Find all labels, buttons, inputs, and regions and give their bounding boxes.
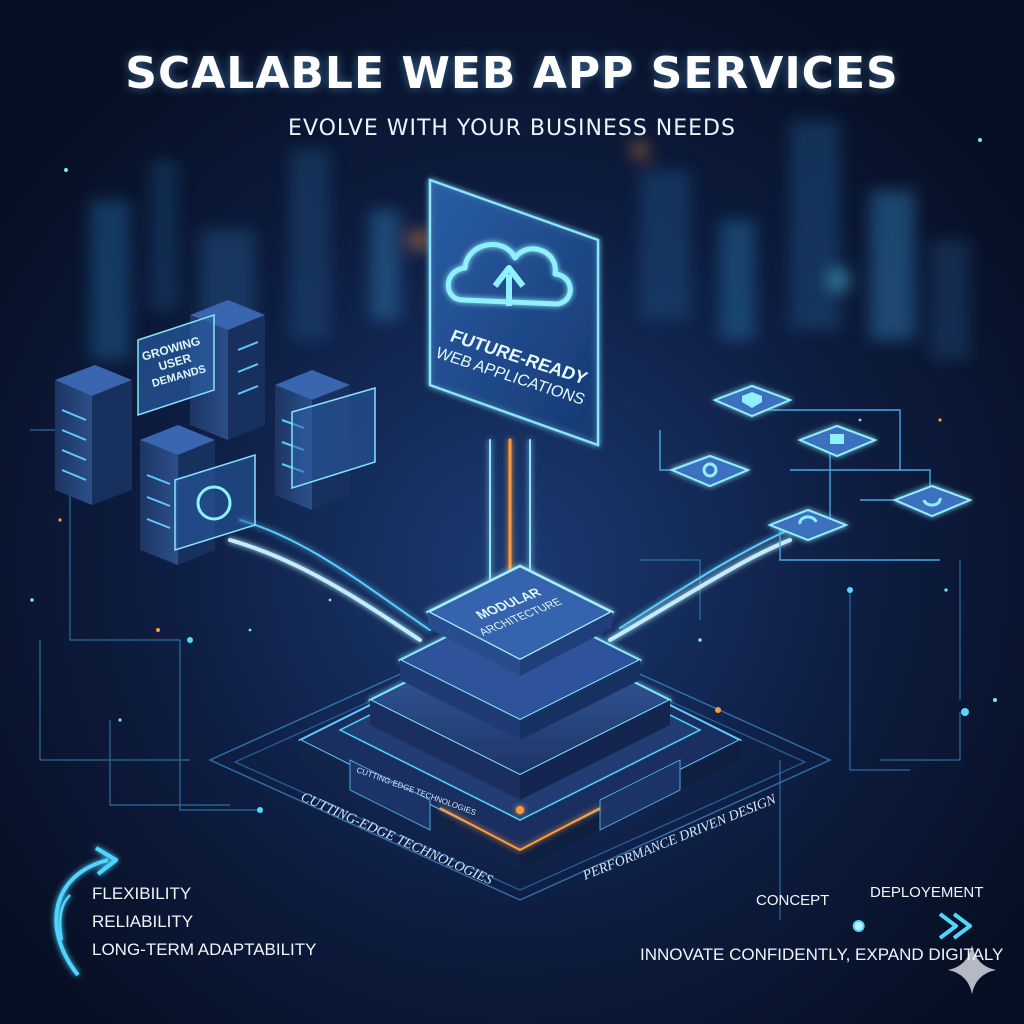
server-rack-left-1 <box>55 365 132 505</box>
page-title: SCALABLE WEB APP SERVICES <box>125 48 899 99</box>
benefit-reliability: RELIABILITY <box>92 912 194 931</box>
refresh-icon <box>892 484 973 518</box>
modular-core-stack <box>297 564 743 870</box>
growing-user-demands-screen: GROWING USER DEMANDS <box>137 313 215 417</box>
orange-particles <box>58 418 942 632</box>
page-subtitle: EVOLVE WITH YOUR BUSINESS NEEDS <box>288 116 736 141</box>
gear-icon <box>669 454 751 488</box>
blurred-city-background <box>90 120 970 360</box>
timeline-end-label: DEPLOYEMENT <box>870 884 984 901</box>
target-icon <box>196 485 232 521</box>
benefit-flexibility: FLEXIBILITY <box>92 884 192 903</box>
lock-icon <box>797 424 878 458</box>
data-beams <box>228 438 801 642</box>
benefits-list: FLEXIBILITY RELIABILITY LONG-TERM ADAPTA… <box>92 880 317 964</box>
timeline-progress-marker <box>852 920 865 932</box>
shield-icon <box>712 384 793 418</box>
sync-icon <box>767 508 849 542</box>
sparkle-icon <box>948 945 996 994</box>
growth-arrow-icon <box>54 846 118 977</box>
cloud-upload-icon <box>445 242 573 307</box>
timeline-start-label: CONCEPT <box>756 892 830 909</box>
floating-screen-chart <box>291 387 376 490</box>
benefit-adaptability: LONG-TERM ADAPTABILITY <box>92 940 317 959</box>
tagline: INNOVATE CONFIDENTLY, EXPAND DIGITALY <box>640 945 1004 964</box>
circuit-lines <box>30 429 961 920</box>
double-chevron-icon <box>938 912 972 940</box>
timeline <box>726 912 972 940</box>
floating-screen-target <box>174 453 256 552</box>
